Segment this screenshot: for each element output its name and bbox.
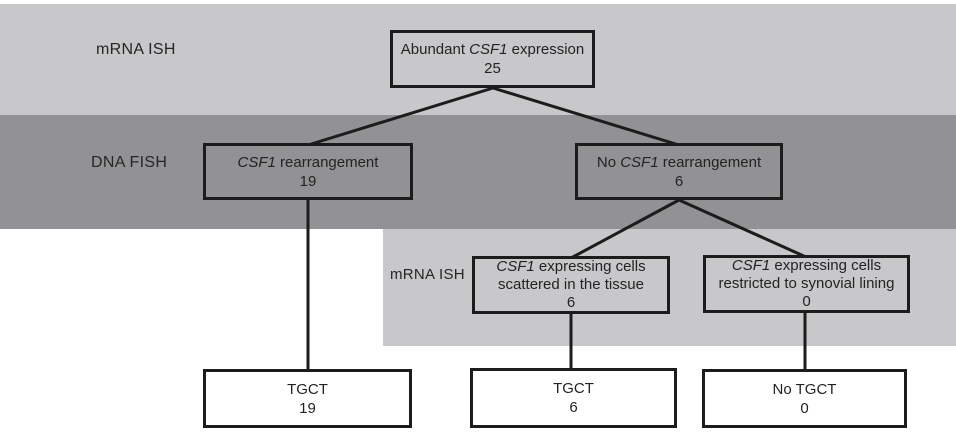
node-text-suffix: expressing cells [770, 257, 882, 274]
node-csf1-cells-scattered: CSF1 expressing cells scattered in the t… [472, 256, 670, 314]
connector-fish-negative-to-restricted [678, 198, 807, 259]
gene-symbol: CSF1 [469, 41, 508, 58]
row-label-dna-fish: DNA FISH [91, 154, 168, 171]
node-text-prefix: Abundant [400, 41, 470, 58]
gene-symbol: CSF1 [731, 257, 771, 274]
node-text-prefix: No [596, 153, 621, 171]
node-title: TGCT [553, 380, 594, 397]
node-text-suffix: rearrangement [658, 153, 762, 171]
node-count: 0 [800, 399, 809, 417]
node-title: No CSF1 rearrangement [597, 153, 761, 172]
node-count: 6 [674, 172, 684, 190]
node-count: 0 [802, 293, 811, 310]
connector-root-to-fish-negative [492, 86, 680, 147]
gene-symbol: CSF1 [237, 153, 276, 171]
connector-root-to-fish-positive [307, 86, 494, 147]
node-count: 25 [484, 60, 501, 77]
row-label-mrna-ish-top: mRNA ISH [96, 41, 176, 58]
gene-symbol: CSF1 [496, 258, 535, 275]
connector-fish-negative-to-scattered [570, 198, 680, 260]
band-dna-fish [0, 115, 956, 229]
node-title: TGCT [287, 380, 328, 398]
node-csf1-rearrangement: CSF1 rearrangement 19 [203, 143, 413, 200]
node-count: 6 [569, 399, 578, 416]
node-text-suffix: rearrangement [275, 153, 379, 171]
node-title: CSF1 expressing cells [732, 257, 881, 275]
node-text-suffix: expressing cells [534, 258, 646, 275]
node-csf1-cells-restricted: CSF1 expressing cells restricted to syno… [703, 255, 910, 313]
node-no-csf1-rearrangement: No CSF1 rearrangement 6 [575, 143, 783, 200]
node-abundant-csf1-expression: Abundant CSF1 expression 25 [390, 30, 595, 88]
node-count: 19 [299, 172, 317, 190]
node-text-suffix: expression [507, 41, 585, 58]
node-title-line2: restricted to synovial lining [718, 275, 895, 292]
node-title: CSF1 rearrangement [238, 153, 379, 172]
node-count: 6 [566, 294, 576, 311]
gene-symbol: CSF1 [620, 153, 659, 171]
node-title-line2: scattered in the tissue [498, 276, 644, 293]
node-title: CSF1 expressing cells [496, 258, 645, 276]
node-outcome-no-tgct: No TGCT 0 [702, 369, 907, 428]
node-title: Abundant CSF1 expression [401, 40, 584, 59]
node-title: No TGCT [772, 380, 837, 398]
row-label-mrna-ish-bottom: mRNA ISH [390, 266, 465, 283]
node-outcome-tgct-19: TGCT 19 [203, 369, 412, 428]
node-count: 19 [299, 399, 316, 417]
node-outcome-tgct-6: TGCT 6 [470, 368, 677, 428]
